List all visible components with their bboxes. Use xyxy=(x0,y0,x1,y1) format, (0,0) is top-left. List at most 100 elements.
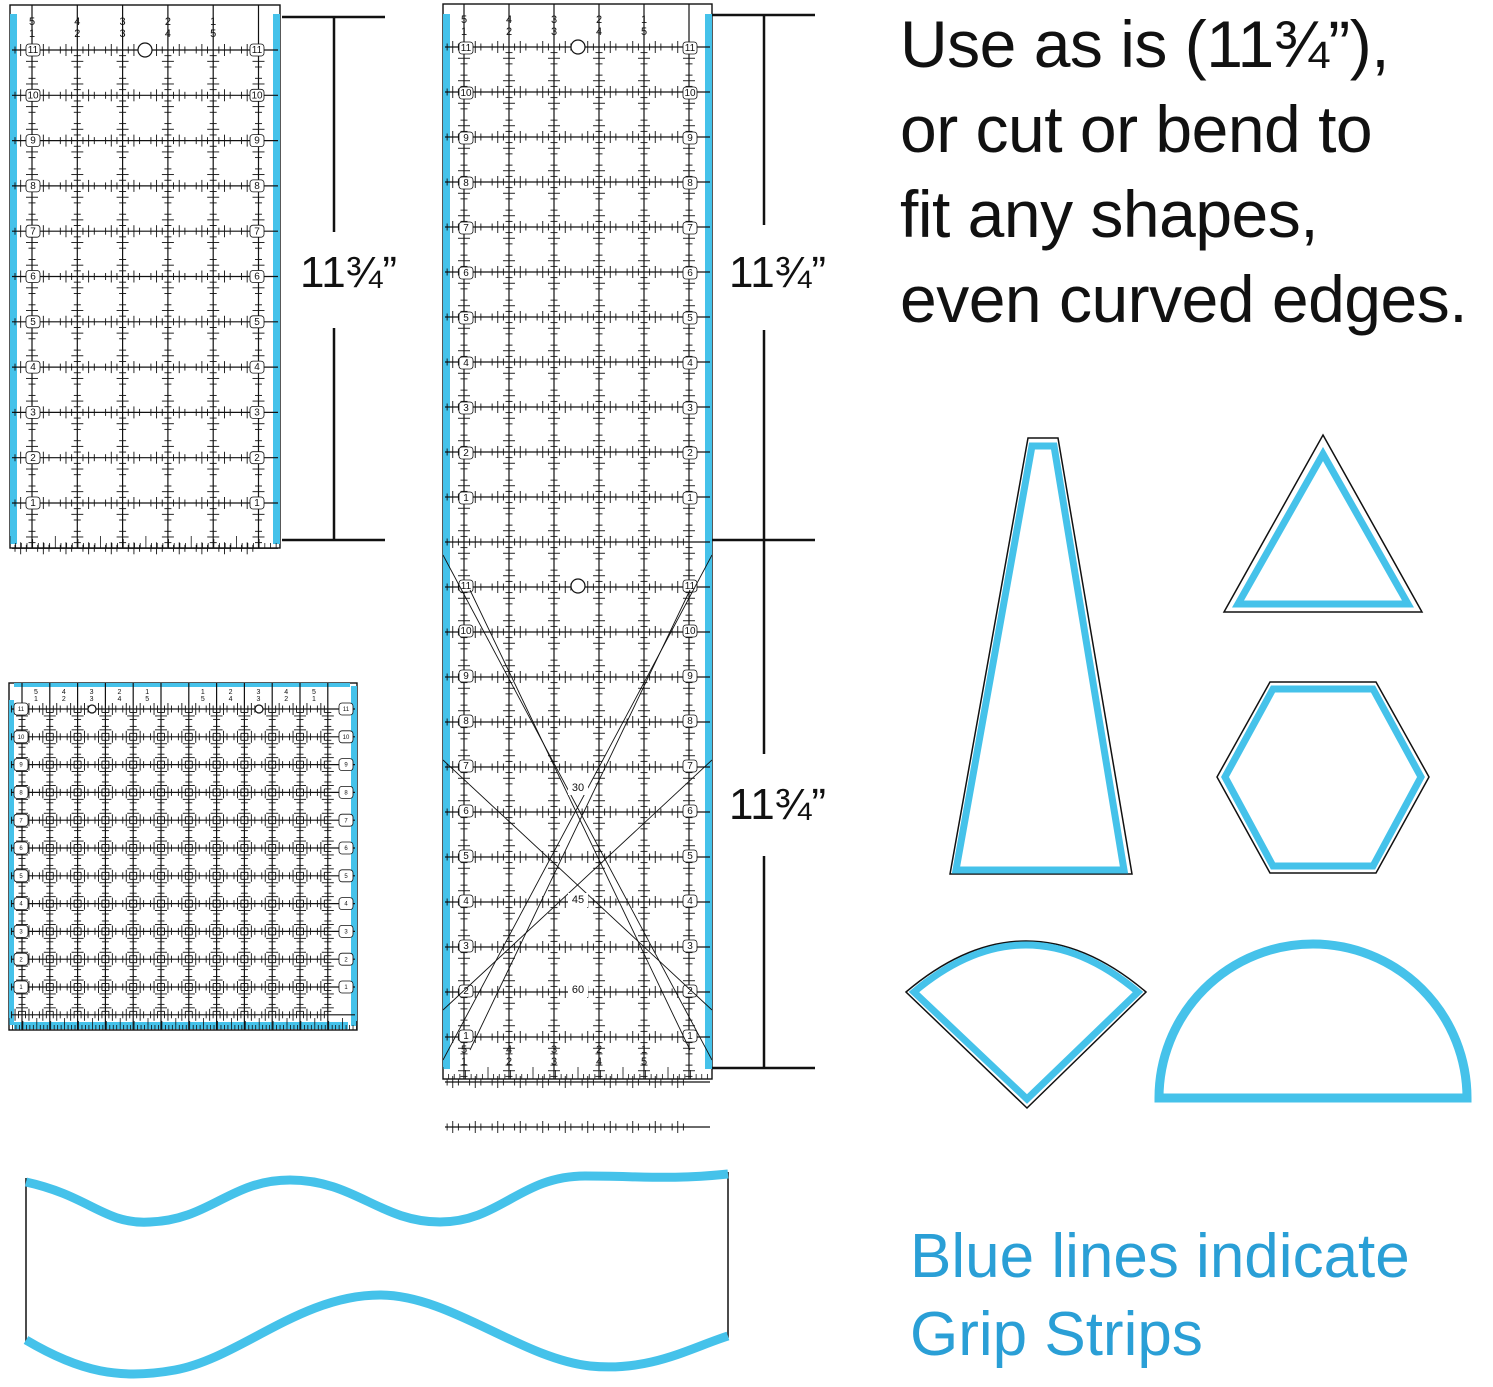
ruler-number: 9 xyxy=(344,763,348,769)
ruler-number: 8 xyxy=(687,716,693,727)
legend-line: Grip Strips xyxy=(910,1300,1203,1369)
number-box xyxy=(458,714,474,728)
ruler-number: 4 xyxy=(254,362,260,373)
ruler-number: 8 xyxy=(463,178,469,189)
number-box xyxy=(13,702,29,716)
number-box xyxy=(682,804,698,818)
ruler-number: 4 xyxy=(30,362,36,373)
number-box xyxy=(338,813,354,827)
number-box xyxy=(25,88,41,102)
ruler-number: 3 xyxy=(90,696,94,703)
ruler-number: 10 xyxy=(684,88,696,99)
number-box xyxy=(25,134,41,148)
number-box xyxy=(458,221,474,235)
ruler-number: 7 xyxy=(687,223,693,234)
ruler-number: 2 xyxy=(687,986,693,997)
number-box xyxy=(682,311,698,325)
number-box xyxy=(13,897,29,910)
ruler-number: 5 xyxy=(210,28,216,40)
number-box xyxy=(249,270,265,283)
number-box xyxy=(682,401,698,415)
ruler-number: 5 xyxy=(344,874,348,880)
ruler-number: 2 xyxy=(30,453,36,464)
angle-label-bg xyxy=(568,893,588,907)
ruler-number: 9 xyxy=(687,671,693,682)
number-box xyxy=(338,758,354,771)
ruler-number: 3 xyxy=(687,403,693,414)
number-box xyxy=(338,869,354,883)
ruler-number: 11 xyxy=(28,45,39,56)
ruler-number: 2 xyxy=(254,453,260,464)
ruler-number: 5 xyxy=(463,313,469,324)
ruler-number: 1 xyxy=(19,985,23,991)
ruler-number: 2 xyxy=(117,689,121,696)
angle-label: 60 xyxy=(572,984,584,996)
number-box xyxy=(249,179,265,193)
number-box xyxy=(13,952,29,966)
ruler-number: 3 xyxy=(551,1056,557,1068)
ruler-number: 4 xyxy=(596,26,602,38)
ruler-number: 2 xyxy=(506,26,512,38)
number-box xyxy=(338,952,354,966)
ruler-number: 8 xyxy=(344,790,348,796)
number-box xyxy=(249,315,265,329)
ruler-number: 6 xyxy=(19,846,23,852)
number-box xyxy=(13,841,29,855)
number-box xyxy=(249,405,265,419)
ruler-number: 1 xyxy=(463,1031,469,1042)
number-box xyxy=(682,356,698,370)
ruler-number: 1 xyxy=(312,696,316,703)
ruler-number: 2 xyxy=(463,986,469,997)
grip-strip xyxy=(351,686,357,1026)
ruler-number: 5 xyxy=(19,874,23,880)
grip-strip xyxy=(273,14,280,544)
number-box xyxy=(25,179,41,193)
number-box xyxy=(458,849,474,863)
ruler-number: 4 xyxy=(687,896,693,907)
ruler-number: 9 xyxy=(30,136,36,147)
ruler-number: 4 xyxy=(74,16,80,28)
ruler-number: 1 xyxy=(641,1044,647,1056)
number-box xyxy=(458,804,474,818)
angle-line xyxy=(442,554,713,1061)
number-box xyxy=(458,86,474,100)
ruler-number: 11 xyxy=(461,581,472,592)
ruler-number: 2 xyxy=(284,696,288,703)
center-circle xyxy=(87,704,97,714)
ruler-number: 8 xyxy=(687,178,693,189)
ruler-number: 1 xyxy=(201,689,205,696)
number-box xyxy=(249,224,265,238)
number-box xyxy=(682,714,698,728)
number-box xyxy=(338,786,354,799)
number-box xyxy=(458,1029,474,1043)
number-box xyxy=(338,897,354,910)
number-box xyxy=(458,41,474,55)
ruler-number: 11 xyxy=(461,43,472,54)
ruler-number: 11 xyxy=(18,707,25,713)
center-circle xyxy=(570,39,586,55)
ruler-number: 1 xyxy=(463,493,469,504)
headline: Use as is (11¾”), or cut or bend to fit … xyxy=(900,2,1490,342)
headline-line: Use as is (11¾”), xyxy=(900,7,1390,81)
number-box xyxy=(249,134,265,148)
number-box xyxy=(458,894,474,908)
number-box xyxy=(249,360,265,374)
ruler-number: 8 xyxy=(254,181,260,192)
ruler-number: 10 xyxy=(343,735,350,741)
ruler-number: 1 xyxy=(461,1056,467,1068)
ruler-number: 5 xyxy=(687,313,693,324)
number-box xyxy=(25,270,41,283)
ruler-number: 11 xyxy=(685,43,696,54)
ruler-number: 6 xyxy=(463,268,469,279)
headline-line: or cut or bend to xyxy=(900,92,1373,166)
angle-line xyxy=(442,759,713,1011)
number-box xyxy=(458,669,474,683)
ruler-number: 5 xyxy=(201,696,205,703)
number-box xyxy=(338,925,354,938)
number-box xyxy=(249,88,265,102)
ruler-number: 4 xyxy=(344,902,348,908)
number-box xyxy=(682,624,698,638)
ruler-number: 4 xyxy=(506,1044,512,1056)
